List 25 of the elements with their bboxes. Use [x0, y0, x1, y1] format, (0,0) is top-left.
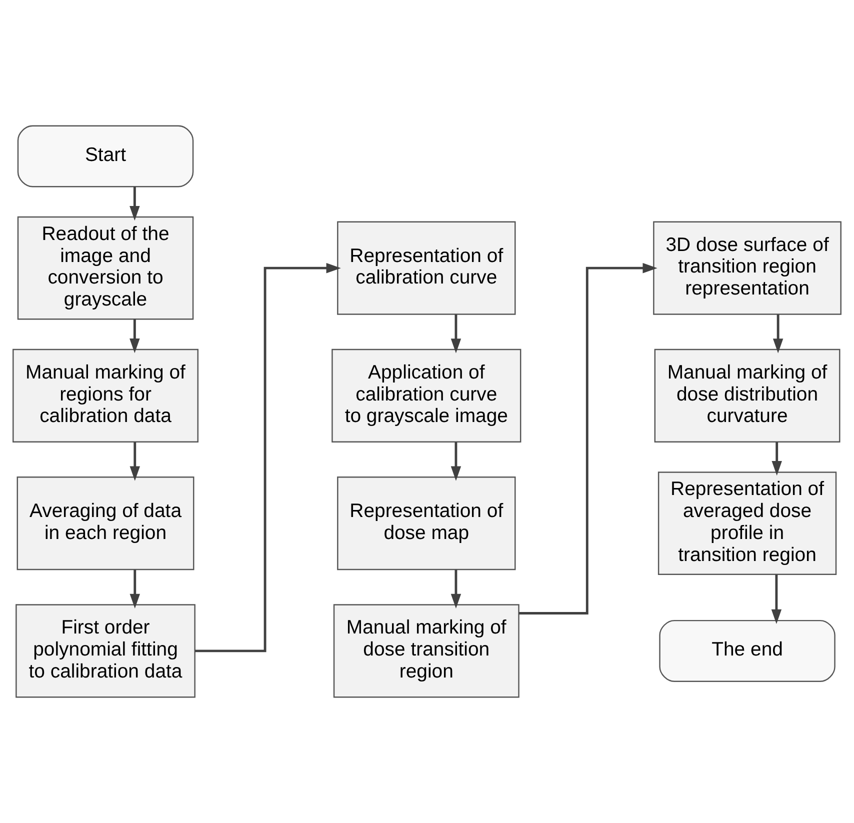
arrow [771, 574, 782, 624]
arrow [130, 570, 140, 608]
arrow [450, 570, 462, 608]
arrow [772, 314, 784, 354]
node-box: Representation of calibration curve [337, 221, 516, 315]
node-box: Representation of dose map [337, 476, 516, 570]
node-box: 3D dose surface of transition region representation [653, 221, 842, 315]
arrow [130, 442, 140, 481]
node-box: The end [659, 620, 836, 682]
node-box: First order polynomial fitting to calibration data [16, 604, 196, 698]
arrow [772, 442, 782, 476]
node-box: Manual marking of regions for calibration data [12, 348, 198, 442]
arrow [195, 262, 341, 652]
node-box: Manual marking of dose distribution curvature [654, 348, 840, 442]
arrow [450, 442, 462, 481]
arrow [450, 314, 462, 354]
node-box: Readout of the image and conversion to grayscale [17, 216, 194, 320]
node-box: Representation of averaged dose profile in transition region [658, 472, 837, 575]
arrow [130, 319, 140, 354]
arrow [518, 262, 658, 614]
arrow [130, 186, 140, 221]
node-box: Start [17, 125, 194, 188]
node-box: Manual marking of dose transition region [333, 604, 520, 698]
node-box: Application of calibration curve to grayscale image [332, 348, 522, 442]
node-box: Averaging of data in each region [16, 476, 194, 570]
